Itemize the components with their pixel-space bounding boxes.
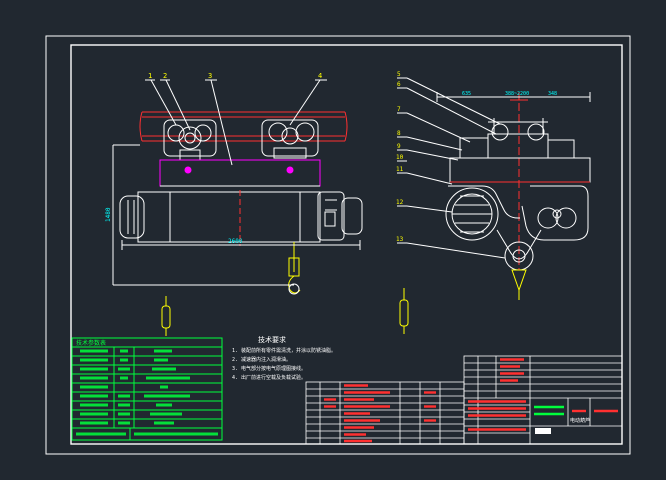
- dim-top-2: 388~2200: [505, 91, 529, 97]
- dim-top-1: 635: [462, 91, 471, 97]
- callout-2: 2: [163, 72, 167, 80]
- title-block-entries: [468, 358, 618, 431]
- callout-12: 12: [396, 199, 404, 206]
- callout-13: 13: [396, 236, 404, 243]
- callout-8: 8: [397, 130, 401, 137]
- front-callouts: 1 2 3 4: [148, 72, 322, 80]
- trolley-left: [163, 119, 217, 161]
- outer-frame: [45, 35, 631, 455]
- front-dimension-labels: 2600 1480: [105, 207, 243, 245]
- technical-notes-block: 技术要求 1. 装配前所有零件需清洗，并涂以防锈油脂。 2. 减速器内注入润滑油…: [232, 335, 336, 381]
- side-hook-block: [496, 229, 542, 300]
- title-block-label: 电动葫芦: [570, 417, 590, 424]
- dim-top-3: 348: [548, 91, 557, 97]
- side-motor: [521, 185, 589, 241]
- callout-3: 3: [208, 72, 212, 80]
- spec-table-entries: [76, 349, 218, 436]
- load-hook-front: [161, 296, 171, 336]
- callout-6: 6: [397, 81, 401, 88]
- parts-list-entries: [324, 384, 436, 443]
- side-dimension-labels: 635 388~2200 348: [462, 91, 557, 97]
- load-hook-side: [399, 288, 409, 334]
- notes-line-3: 3. 电气部分按电气原理图接线。: [232, 365, 306, 372]
- title-block[interactable]: [463, 355, 623, 445]
- title-block-name-bars: [534, 405, 564, 416]
- spec-table-title: 技术参数表: [76, 339, 106, 347]
- front-dimensions: [112, 144, 361, 286]
- callout-11: 11: [396, 166, 404, 173]
- side-callouts: 5 6 7 8 9 10 11 12 13: [396, 71, 404, 243]
- frame-plate: [159, 159, 321, 187]
- notes-line-2: 2. 减速器内注入润滑油。: [232, 356, 291, 363]
- front-callout-leaders: [145, 79, 327, 166]
- side-drum: [445, 185, 520, 241]
- callout-4: 4: [318, 72, 322, 80]
- title-block-drawing-name-cell: [535, 428, 551, 434]
- notes-line-4: 4. 出厂前进行空载及负载试验。: [232, 374, 306, 381]
- trolley-right: [261, 119, 319, 159]
- dim-height: 1480: [105, 207, 112, 222]
- hook-block: [288, 242, 301, 295]
- hoist-body: [119, 191, 363, 243]
- spec-table[interactable]: [71, 337, 223, 441]
- notes-line-1: 1. 装配前所有零件需清洗，并涂以防锈油脂。: [232, 347, 336, 354]
- callout-5: 5: [397, 71, 401, 78]
- callout-10: 10: [396, 154, 404, 161]
- front-view[interactable]: [112, 79, 363, 336]
- side-view[interactable]: [397, 77, 591, 334]
- dim-length: 2600: [228, 238, 243, 245]
- side-frame: [449, 157, 591, 183]
- parts-list-table[interactable]: [305, 381, 465, 445]
- callout-1: 1: [148, 72, 152, 80]
- callout-7: 7: [397, 106, 401, 113]
- callout-9: 9: [397, 143, 401, 150]
- notes-title: 技术要求: [258, 335, 286, 344]
- side-callout-leaders: [397, 77, 506, 259]
